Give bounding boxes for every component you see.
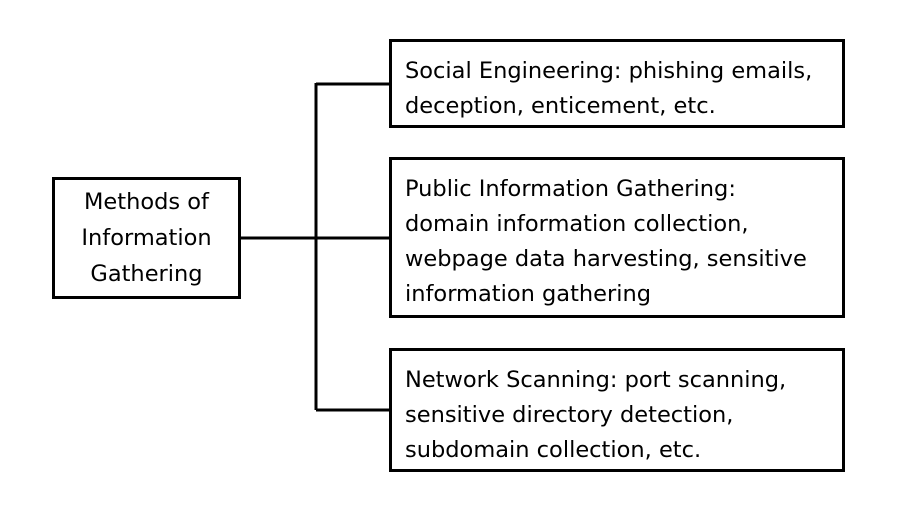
branch-node-public-information-gathering: Public Information Gathering: domain inf… xyxy=(389,157,845,318)
root-node-label: Methods of Information Gathering xyxy=(81,184,211,292)
branch-label-line: deception, enticement, etc. xyxy=(405,93,716,119)
branch-node-network-scanning: Network Scanning: port scanning, sensiti… xyxy=(389,348,845,472)
branch-label-line: Social Engineering: phishing emails, xyxy=(405,58,813,84)
branch-label-line: webpage data harvesting, sensitive xyxy=(405,246,807,272)
branch-label-line: Network Scanning: port scanning, xyxy=(405,367,787,393)
branch-label-line: domain information collection, xyxy=(405,211,749,237)
branch-label-line: Public Information Gathering: xyxy=(405,176,736,202)
branch-label-line: information gathering xyxy=(405,281,652,307)
root-label-line: Gathering xyxy=(90,261,203,287)
root-node: Methods of Information Gathering xyxy=(52,177,241,299)
branch-node-social-engineering: Social Engineering: phishing emails, dec… xyxy=(389,39,845,128)
branch-label-line: sensitive directory detection, xyxy=(405,402,734,428)
root-label-line: Methods of xyxy=(84,189,209,215)
branch-label-line: subdomain collection, etc. xyxy=(405,437,702,463)
root-label-line: Information xyxy=(81,225,212,251)
